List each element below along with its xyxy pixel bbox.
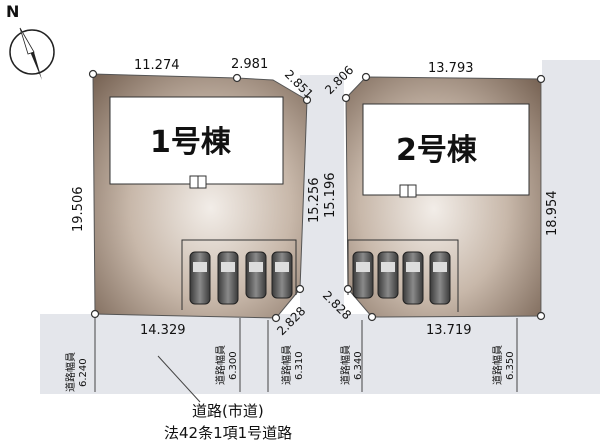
road-leader-line: [157, 355, 201, 403]
road-width-label: 道路幅員: [64, 352, 77, 392]
lot2-left-dim: 15.196: [323, 173, 338, 219]
north-arrow-icon: N: [6, 2, 55, 80]
road-width-value: 6.300: [228, 351, 239, 380]
lot2-bottom-dim: 13.719: [426, 323, 472, 338]
car-icon: [377, 251, 399, 299]
car-icon: [402, 251, 424, 305]
car-icon: [352, 251, 374, 299]
building2: [362, 103, 530, 196]
road-width-label-5: 道路幅員 6.350: [491, 345, 516, 385]
road-middle: [300, 75, 344, 320]
lot1-top-mid-dim: 2.981: [231, 57, 268, 72]
road-width-label-1: 道路幅員 6.240: [64, 352, 89, 392]
road-width-label-3: 道路幅員 6.310: [280, 345, 305, 385]
lot1-left-dim: 19.506: [71, 187, 86, 233]
road-width-value: 6.240: [78, 358, 89, 387]
lot1-top-left-dim: 11.274: [134, 58, 180, 73]
car-icon: [189, 251, 211, 305]
lot2-cars: [352, 251, 451, 305]
lot1-cars: [189, 251, 293, 305]
car-icon: [429, 251, 451, 305]
car-icon: [245, 251, 267, 299]
lot2-right-dim: 18.954: [545, 191, 560, 237]
lot2-building-label: 2号棟: [396, 133, 478, 168]
lot1-bottom-dim: 14.329: [140, 323, 186, 338]
road-width-label: 道路幅員: [214, 345, 227, 385]
road-caption-line2: 法42条1項1号道路: [164, 424, 292, 442]
road-width-label: 道路幅員: [491, 345, 504, 385]
road-width-value: 6.310: [294, 351, 305, 380]
lot1-parking-outline: [181, 239, 297, 310]
lot2-top-dim: 13.793: [428, 61, 474, 76]
car-icon: [217, 251, 239, 305]
road-width-value: 6.340: [353, 351, 364, 380]
car-icon: [271, 251, 293, 299]
lot2-parking-outline: [347, 239, 459, 312]
lot1-right-dim: 15.256: [307, 178, 322, 224]
road-width-label: 道路幅員: [280, 345, 293, 385]
road-width-lines: [94, 318, 518, 392]
road-caption-line1: 道路(市道): [192, 402, 264, 420]
road-width-label: 道路幅員: [339, 345, 352, 385]
road-width-label-2: 道路幅員 6.300: [214, 345, 239, 385]
road-bottom: [40, 314, 600, 394]
corner-points: [88, 69, 546, 323]
road-width-label-4: 道路幅員 6.340: [339, 345, 364, 385]
lot1-building-label: 1号棟: [150, 125, 232, 160]
compass-letter: N: [6, 2, 19, 21]
road-width-value: 6.350: [505, 351, 516, 380]
road-right: [542, 60, 600, 320]
